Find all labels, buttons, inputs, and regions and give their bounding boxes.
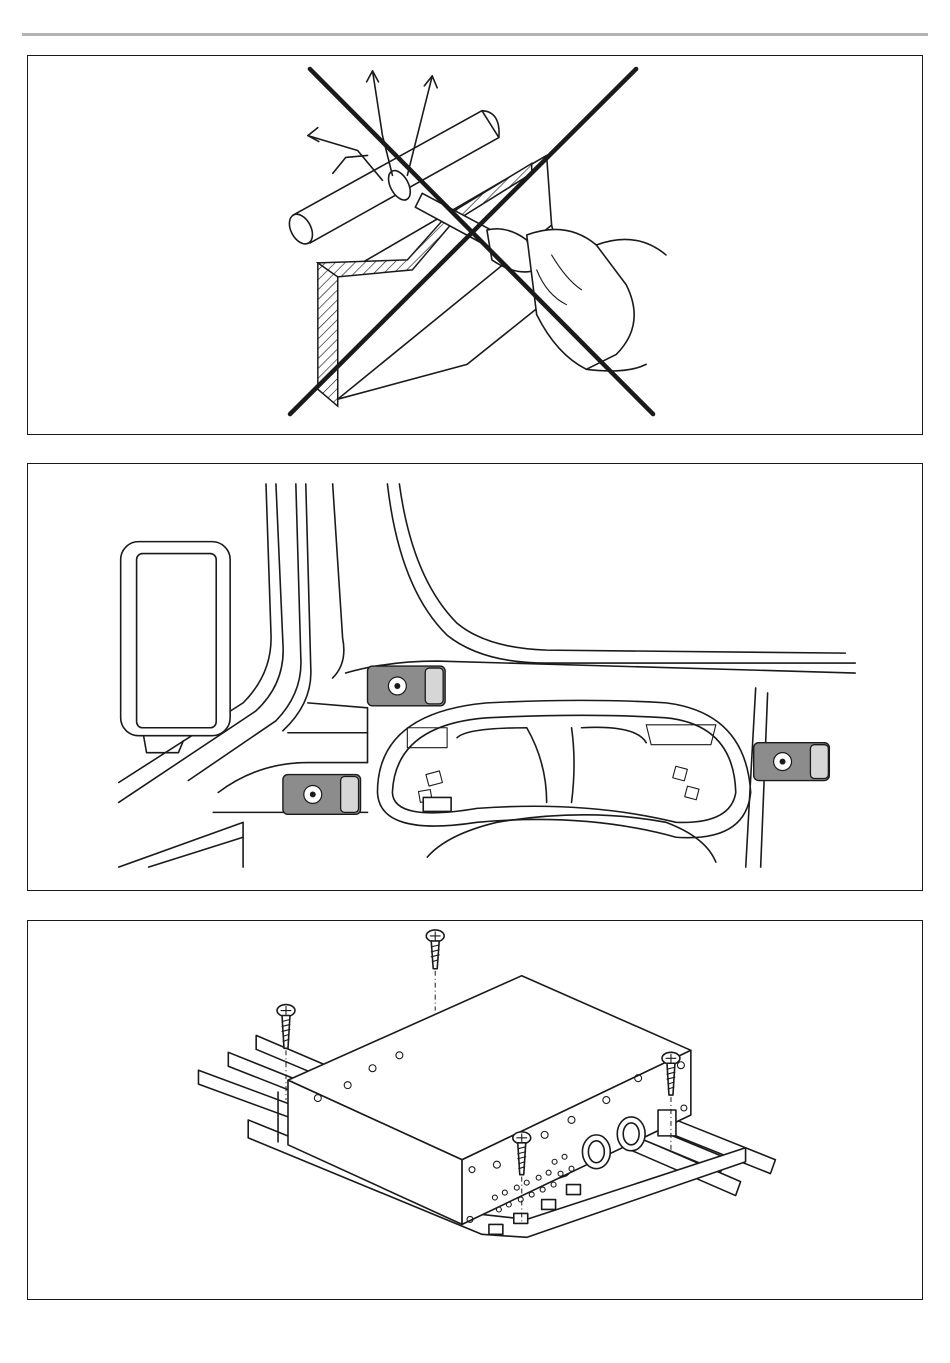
unit-location-top	[368, 666, 446, 706]
illustration-screw-mounting	[27, 920, 923, 1300]
illustration-cab-interior	[27, 463, 923, 891]
top-rule	[22, 33, 928, 36]
side-mirror	[121, 542, 230, 753]
illustration-no-drilling	[27, 55, 923, 435]
screw-mounting-drawing	[28, 921, 922, 1299]
control-unit-icon	[283, 666, 829, 814]
drilling-warning-drawing	[28, 56, 922, 434]
steering-wheel	[377, 700, 750, 862]
unit-location-right	[754, 743, 830, 781]
cab-interior-drawing	[28, 464, 922, 890]
unit-location-left	[283, 775, 361, 815]
screw-top	[426, 930, 444, 1011]
windshield	[333, 484, 856, 678]
